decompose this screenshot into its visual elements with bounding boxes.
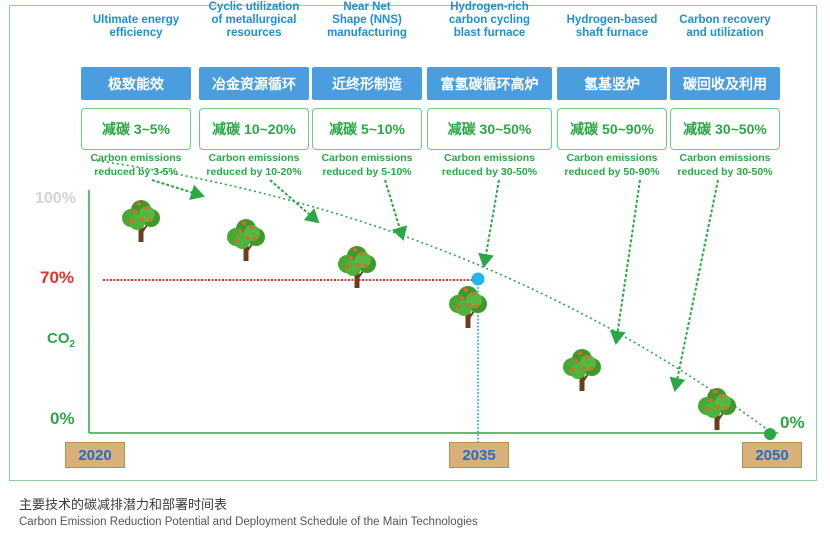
tech-name-zh: 氢基竖炉 (557, 67, 667, 100)
end-point-marker (764, 428, 776, 440)
tree-icon (448, 285, 488, 329)
reduction-badge: 减碳 50~90% (557, 108, 667, 150)
co2-subscript: 2 (69, 339, 76, 350)
arrow-resource-cycling (269, 179, 320, 224)
tree-icon (121, 199, 161, 243)
year-2020-plaque: 2020 (65, 442, 125, 468)
reduction-caption: Carbon emissions reduced by 50-90% (564, 152, 660, 178)
tech-name-en: Carbon recovery and utilization (679, 14, 771, 39)
tree-icon (226, 218, 266, 262)
reduction-badge: 减碳 3~5% (81, 108, 191, 150)
tech-name-en: Hydrogen-based shaft furnace (566, 14, 658, 39)
diagram-frame (9, 5, 817, 481)
tech-name-zh: 碳回收及利用 (670, 67, 780, 100)
tech-name-en: Cyclic utilization of metallurgical reso… (208, 1, 300, 39)
arrow-nns (384, 179, 408, 241)
tech-name-zh: 极致能效 (81, 67, 191, 100)
y-label-0: 0% (50, 409, 75, 428)
reduction-caption: Carbon emissions reduced by 5-10% (321, 152, 413, 178)
tech-name-zh: 近终形制造 (312, 67, 422, 100)
tech-name-en: Ultimate energy efficiency (92, 14, 180, 39)
y-label-70: 70% (40, 268, 75, 287)
emission-curve (91, 159, 773, 434)
arrow-hydrogen-blast-furnace (478, 179, 500, 268)
reduction-caption: Carbon emissions reduced by 30-50% (441, 152, 538, 178)
caption-chinese: 主要技术的碳减排潜力和部署时间表 (19, 497, 228, 512)
tree-icon (337, 245, 377, 289)
peak-point-marker (471, 272, 485, 286)
tech-name-zh: 冶金资源循环 (199, 67, 309, 100)
y-axis-title: CO2 (47, 330, 75, 350)
year-2050-plaque: 2050 (742, 442, 802, 468)
tech-name-zh: 富氢碳循环高炉 (427, 67, 552, 100)
year-2035-plaque: 2035 (449, 442, 509, 468)
tech-name-en: Hydrogen-rich carbon cycling blast furna… (448, 1, 531, 39)
tech-name-en: Near Net Shape (NNS) manufacturing (327, 1, 407, 39)
co2-label: CO (47, 330, 70, 347)
y-label-100: 100% (35, 190, 76, 207)
end-value-label: 0% (780, 413, 805, 432)
reduction-badge: 减碳 30~50% (670, 108, 780, 150)
arrow-energy-efficiency (151, 179, 205, 201)
reduction-caption: Carbon emissions reduced by 30-50% (677, 152, 773, 178)
tree-icon (562, 348, 602, 392)
arrow-carbon-recovery (669, 179, 719, 392)
tree-icon (697, 387, 737, 431)
reduction-badge: 减碳 5~10% (312, 108, 422, 150)
reduction-caption: Carbon emissions reduced by 10-20% (206, 152, 302, 178)
reduction-badge: 减碳 30~50% (427, 108, 552, 150)
reduction-badge: 减碳 10~20% (199, 108, 309, 150)
arrow-shaft-furnace (609, 179, 641, 345)
caption-english: Carbon Emission Reduction Potential and … (19, 516, 478, 528)
